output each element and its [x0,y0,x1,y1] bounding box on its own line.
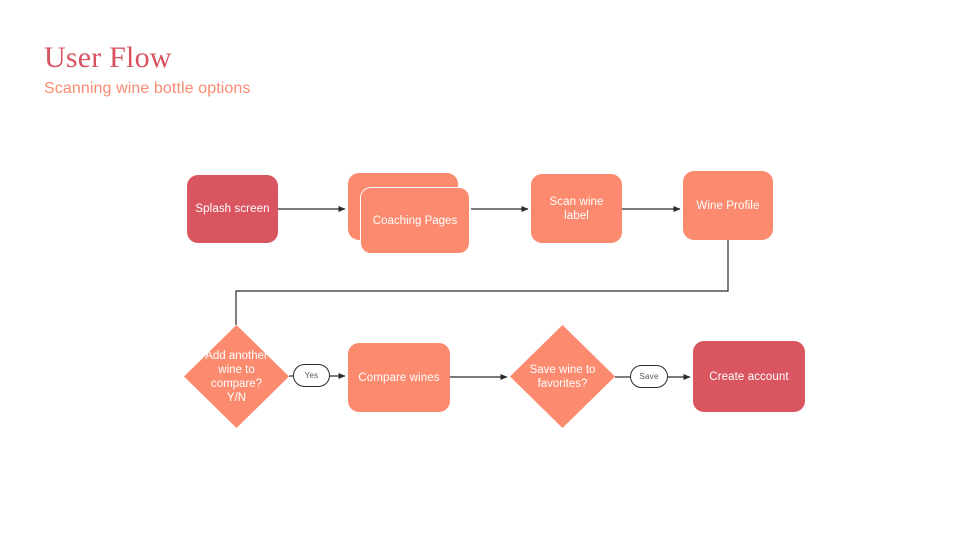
node-add-another-wine-decision[interactable]: Add another wine to compare? Y/N [184,325,289,428]
node-create-account-label: Create account [709,370,789,383]
page-subtitle: Scanning wine bottle options [44,80,251,97]
header: User Flow Scanning wine bottle options [44,40,644,100]
node-coaching-pages[interactable]: Coaching Pages [348,173,470,254]
node-splash-screen[interactable]: Splash screen [187,175,278,243]
edge-label-save[interactable]: Save [630,365,668,388]
node-save-favorites-decision-label: Save wine to favorites? [529,363,596,390]
node-splash-screen-label: Splash screen [195,203,270,215]
node-coaching-pages-label: Coaching Pages [372,214,458,227]
node-save-favorites-decision[interactable]: Save wine to favorites? [510,325,615,428]
node-scan-wine-label[interactable]: Scan wine label [531,174,622,243]
node-compare-wines-label: Compare wines [358,371,440,384]
node-compare-wines[interactable]: Compare wines [348,343,450,412]
node-coaching-pages-front-card[interactable]: Coaching Pages [360,187,470,254]
edge-label-save-text: Save [639,371,659,381]
edge-label-yes[interactable]: Yes [293,364,330,387]
page-title: User Flow [44,41,172,74]
node-wine-profile[interactable]: Wine Profile [683,171,773,240]
node-scan-wine-label-label: Scan wine label [549,195,604,222]
edge-label-yes-text: Yes [304,370,319,380]
node-wine-profile-label: Wine Profile [696,199,760,212]
connector-profile-to-add-another [235,240,729,325]
node-create-account[interactable]: Create account [693,341,805,412]
node-add-another-wine-decision-label: Add another wine to compare? Y/N [205,349,268,404]
